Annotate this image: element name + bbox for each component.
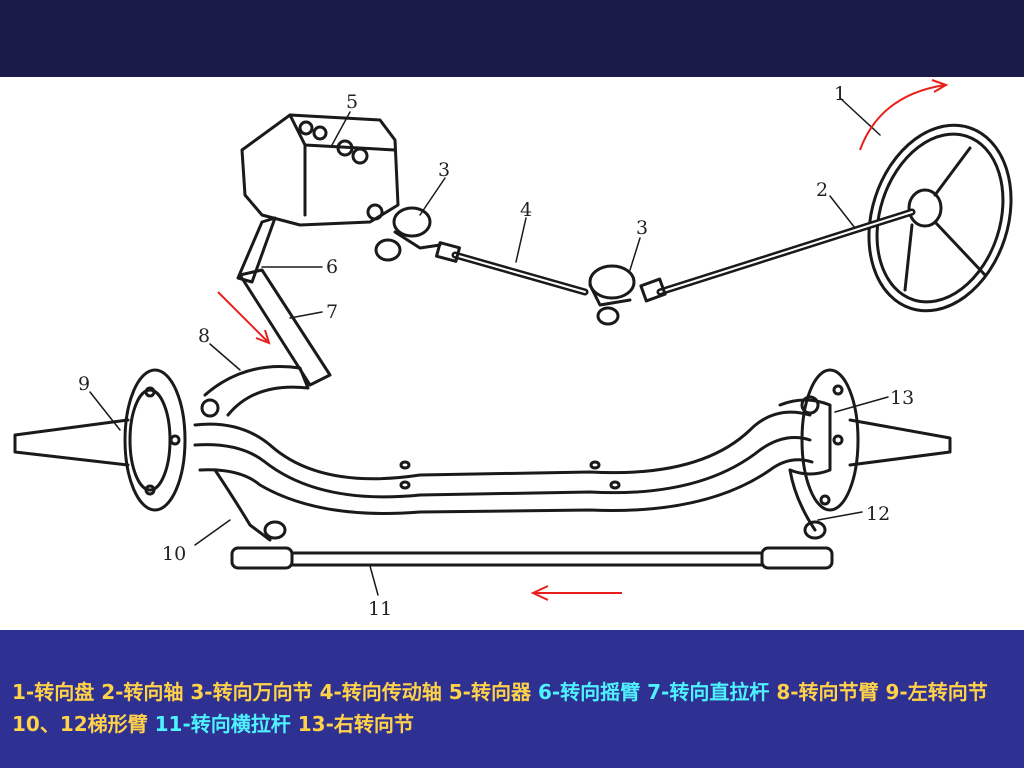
caption-panel (0, 630, 1024, 768)
label-8: 8 (198, 325, 210, 347)
legend-caption: 1-转向盘 2-转向轴 3-转向万向节 4-转向传动轴 5-转向器 6-转向摇臂… (12, 676, 1012, 740)
steering-wheel (867, 123, 1013, 313)
label-12: 12 (866, 503, 890, 525)
tie-rod (230, 520, 834, 570)
legend-item-11: 11-转向横拉杆 (154, 712, 291, 736)
left-trapezoid-arm (213, 468, 272, 542)
drag-link (238, 268, 332, 387)
right-trapezoid-arm (788, 468, 817, 532)
steering-system-diagram: 1 2 3 3 4 5 6 7 8 9 10 11 12 13 (0, 77, 1024, 630)
title-bar (0, 0, 1024, 77)
legend-item-2: 2-转向轴 (101, 680, 184, 704)
steering-gear (240, 113, 400, 227)
pitman-arm (236, 216, 277, 284)
legend-item-7: 7-转向直拉杆 (647, 680, 770, 704)
right-steering-knuckle (778, 368, 952, 512)
legend-item-10-12: 10、12梯形臂 (12, 712, 148, 736)
label-2: 2 (816, 179, 828, 201)
legend-item-1: 1-转向盘 (12, 680, 95, 704)
steering-knuckle-arm (203, 365, 310, 417)
label-7: 7 (326, 301, 338, 323)
universal-joint-lower (588, 264, 667, 326)
universal-joint-upper (374, 206, 461, 263)
legend-item-5: 5-转向器 (448, 680, 531, 704)
label-1: 1 (834, 83, 846, 105)
front-axle-beam (193, 410, 814, 515)
left-steering-knuckle (13, 368, 220, 512)
motion-arrows (217, 79, 949, 601)
label-3-lower: 3 (636, 217, 648, 239)
label-4: 4 (520, 199, 532, 221)
label-11: 11 (368, 598, 392, 620)
legend-item-9: 9-左转向节 (885, 680, 988, 704)
label-13: 13 (890, 387, 914, 409)
leader-lines (89, 97, 889, 596)
legend-item-6: 6-转向摇臂 (537, 680, 641, 704)
legend-item-4: 4-转向传动轴 (319, 680, 442, 704)
legend-item-3: 3-转向万向节 (190, 680, 313, 704)
legend-item-8: 8-转向节臂 (776, 680, 879, 704)
label-5: 5 (346, 91, 358, 113)
label-3-upper: 3 (438, 159, 450, 181)
label-10: 10 (162, 543, 186, 565)
legend-item-13: 13-右转向节 (297, 712, 414, 736)
label-9: 9 (78, 373, 90, 395)
label-6: 6 (326, 256, 338, 278)
